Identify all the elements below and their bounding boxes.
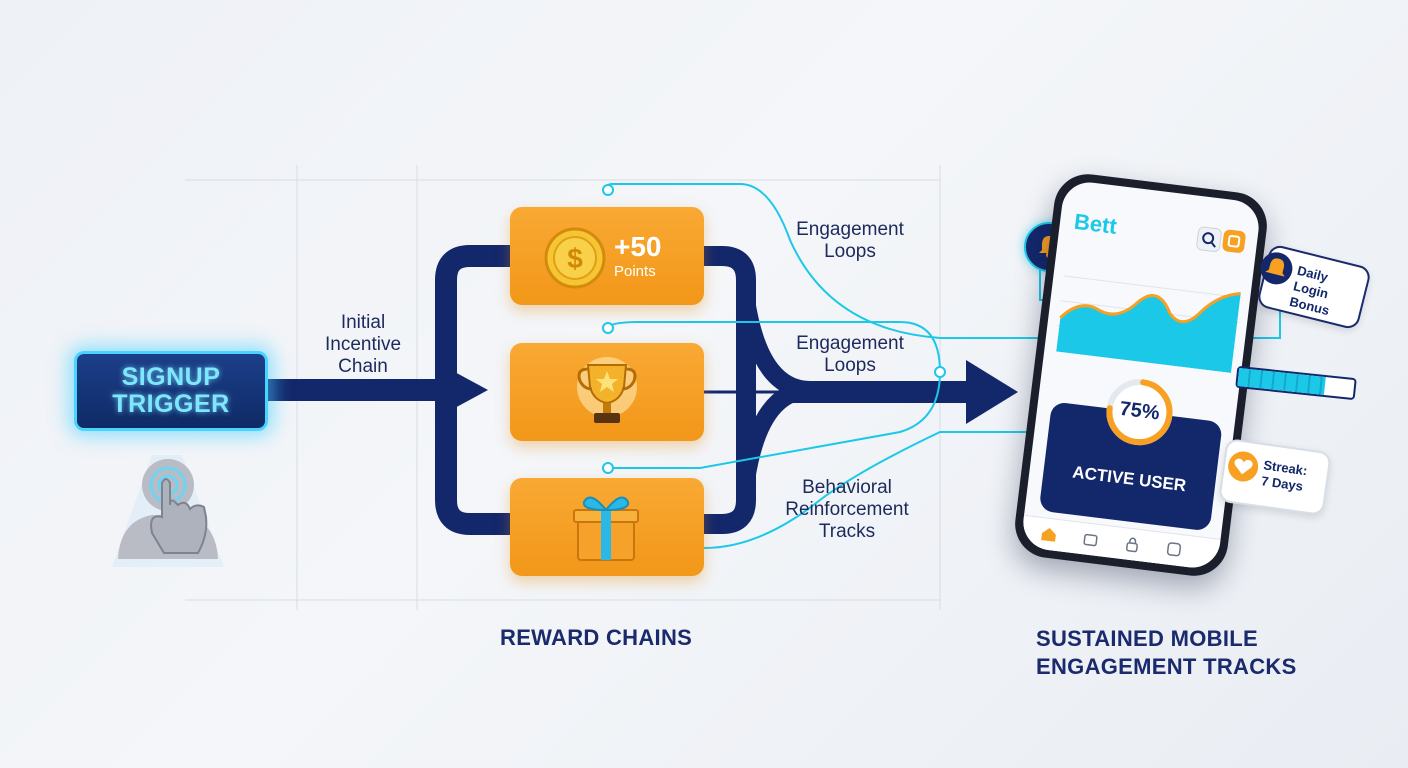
bell-badge-icon: [1260, 252, 1293, 285]
sustained-engagement-heading: SUSTAINED MOBILE ENGAGEMENT TRACKS: [1036, 625, 1297, 681]
app-brand: Bett: [1072, 208, 1119, 239]
sustained-line2: ENGAGEMENT TRACKS: [1036, 654, 1297, 679]
points-value: +50: [614, 231, 662, 262]
profile-icon: [1166, 542, 1182, 557]
engagement-loops-label-1: Engagement Loops: [770, 219, 930, 263]
home-icon: [1041, 528, 1056, 542]
active-user-card: 75% ACTIVE USER: [1038, 379, 1223, 532]
phone-area-chart: [1056, 275, 1243, 373]
tab-home-button[interactable]: [1039, 524, 1059, 544]
loop2-line2: Loops: [824, 355, 876, 376]
daily-login-bubble: Daily Login Bonus: [1255, 243, 1373, 331]
initial-chain-line2: Incentive: [324, 334, 402, 355]
search-icon: [1202, 232, 1216, 248]
phone-mockup: Bett 75% ACTIVE USER: [1011, 170, 1271, 580]
svg-text:$: $: [567, 243, 583, 274]
tab-four-button[interactable]: [1164, 539, 1184, 559]
gift-icon: [573, 496, 639, 561]
reward-card-trophy: [510, 343, 704, 441]
behavioral-line3: Tracks: [818, 521, 876, 542]
streak-text: Streak: 7 Days: [1260, 457, 1308, 495]
phone-notify-button[interactable]: [1221, 229, 1247, 254]
heart-badge-icon: [1228, 451, 1259, 482]
signup-trigger-box: SIGNUP TRIGGER: [74, 351, 268, 431]
progress-ring: [1106, 379, 1173, 446]
reward-card-gift: [510, 478, 704, 576]
loop1-line2: Loops: [824, 241, 876, 262]
initial-chain-label: Initial Incentive Chain: [300, 312, 426, 378]
phone-search-button[interactable]: [1195, 225, 1223, 253]
tap-hand-icon: [112, 455, 224, 567]
signup-line1: SIGNUP: [121, 363, 221, 391]
bell-small-icon: [1227, 234, 1241, 248]
phone-screen: Bett 75% ACTIVE USER: [1020, 179, 1262, 571]
bag-icon: [1083, 533, 1098, 547]
points-unit: Points: [614, 263, 656, 280]
coin-icon: $: [544, 227, 606, 289]
behavioral-line2: Reinforcement: [785, 499, 909, 520]
trophy-icon: [577, 357, 637, 423]
engagement-loops-label-2: Engagement Loops: [770, 333, 930, 377]
loop2-line1: Engagement: [796, 333, 904, 354]
initial-chain-line1: Initial: [340, 312, 386, 333]
reward-chains-heading: REWARD CHAINS: [500, 625, 693, 650]
reward-card-points: $ +50 Points: [510, 207, 704, 305]
behavioral-reinforcement-label: Behavioral Reinforcement Tracks: [762, 477, 932, 543]
tab-three-button[interactable]: [1122, 534, 1142, 554]
initial-chain-line3: Chain: [338, 356, 388, 377]
active-user-label: ACTIVE USER: [1071, 462, 1188, 496]
lock-icon: [1125, 537, 1138, 553]
streak-bubble: Streak: 7 Days: [1218, 437, 1332, 517]
phone-tab-bar: [1020, 514, 1221, 571]
loop1-line1: Engagement: [796, 219, 904, 240]
sustained-line1: SUSTAINED MOBILE: [1036, 626, 1258, 651]
behavioral-line1: Behavioral: [802, 477, 892, 498]
signup-line2: TRIGGER: [112, 390, 230, 418]
tab-two-button[interactable]: [1081, 529, 1101, 549]
